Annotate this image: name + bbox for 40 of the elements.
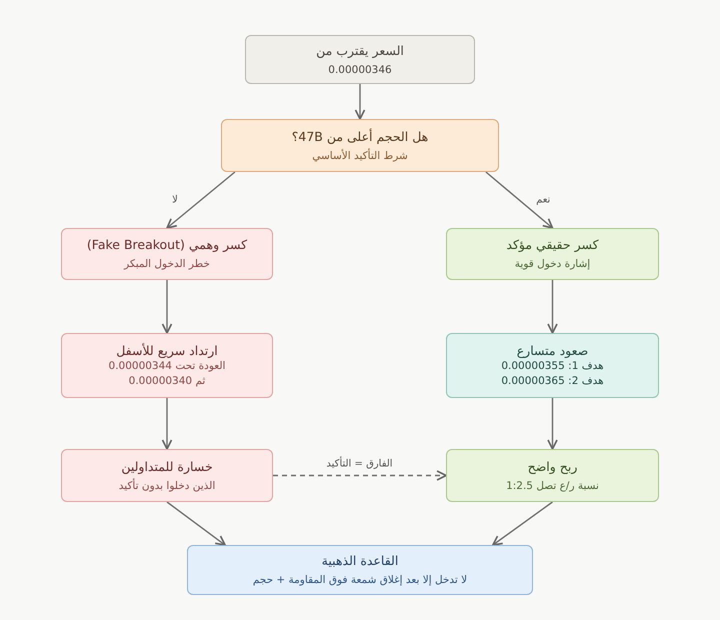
arrow — [354, 84, 366, 120]
box-subtitle: الذين دخلوا بدون تأكيد — [118, 478, 216, 494]
process-box — [187, 545, 533, 595]
process-box — [446, 228, 659, 280]
process-box — [61, 333, 273, 398]
arrow — [547, 280, 558, 334]
box-title: السعر يقترب من — [316, 42, 404, 58]
box-subtitle: خطر الدخول المبكر — [124, 257, 210, 272]
dashed-arrow — [273, 470, 447, 481]
process-box — [61, 449, 273, 502]
arrow — [166, 171, 236, 229]
box-title: خسارة للمتداولين — [121, 458, 213, 474]
box-title: ربح واضح — [528, 458, 578, 474]
arrow — [485, 171, 554, 229]
arrow — [162, 398, 172, 450]
box-title: ارتداد سريع للأسفل — [116, 342, 218, 359]
box-subtitle: العودة تحت 0.00000344 — [108, 359, 226, 374]
box-subtitle: هدف 2: 0.00000365 — [501, 374, 604, 389]
process-box — [245, 35, 475, 84]
process-box — [61, 228, 273, 280]
box-subtitle: هدف 1: 0.00000355 — [501, 359, 604, 374]
box-title: هل الحجم أعلى من 47B؟ — [292, 128, 428, 144]
process-box — [446, 449, 659, 502]
box-subtitle: نسبة ر/ع تصل 1:2.5 — [506, 478, 599, 494]
arrow — [162, 280, 172, 334]
edge-label: الفارق = التأكيد — [324, 456, 395, 471]
box-title: كسر حقيقي مؤكد — [506, 236, 599, 253]
arrow — [492, 501, 553, 546]
box-subtitle: ثم 0.00000340 — [128, 374, 206, 389]
box-title: صعود متسارع — [516, 342, 588, 359]
box-title: كسر وهمي (Fake Breakout) — [86, 236, 248, 253]
process-box — [221, 119, 499, 172]
box-title: القاعدة الذهبية — [322, 552, 398, 569]
box-subtitle: 0.00000346 — [328, 62, 392, 78]
box-subtitle: إشارة دخول قوية — [514, 257, 590, 272]
arrow — [166, 501, 226, 546]
box-subtitle: شرط التأكيد الأساسي — [312, 148, 408, 164]
process-box — [446, 333, 659, 398]
box-subtitle: لا تدخل إلا بعد إغلاق شمعة فوق المقاومة + حجم — [252, 573, 468, 588]
arrow — [547, 398, 558, 450]
